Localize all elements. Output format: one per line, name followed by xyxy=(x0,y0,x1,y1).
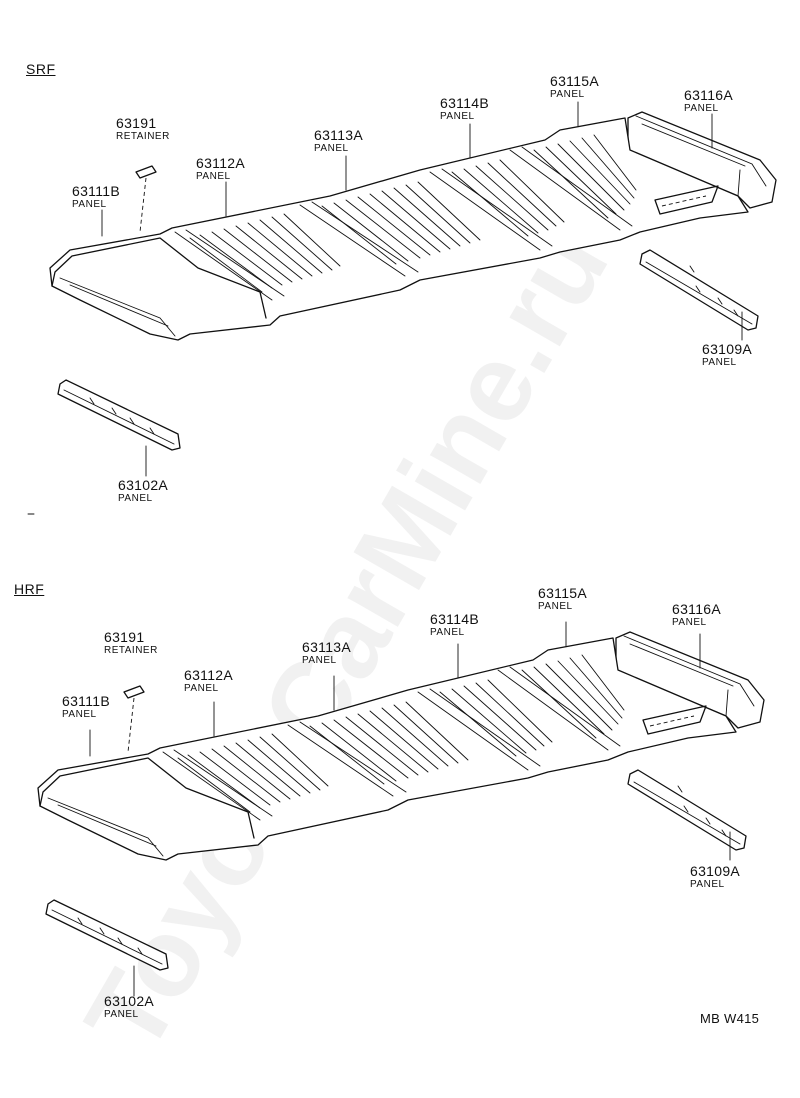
part-name-panel: PANEL xyxy=(104,1009,139,1020)
section-title-hrf: HRF xyxy=(14,581,45,597)
part-name-panel: PANEL xyxy=(184,683,219,694)
part-name-retainer: RETAINER xyxy=(116,131,170,142)
part-number-63113a: 63113A xyxy=(314,127,364,143)
part-name-panel: PANEL xyxy=(118,493,153,504)
part-number-63113a: 63113A xyxy=(302,639,352,655)
part-number-63109a: 63109A xyxy=(690,863,741,879)
part-number-63115a: 63115A xyxy=(538,585,588,601)
part-name-panel: PANEL xyxy=(538,601,573,612)
part-number-63191: 63191 xyxy=(116,115,157,131)
part-number-63109a: 63109A xyxy=(702,341,753,357)
part-number-63116a: 63116A xyxy=(684,87,734,103)
part-number-63102a: 63102A xyxy=(104,993,155,1009)
part-name-panel: PANEL xyxy=(702,357,737,368)
part-number-63114b: 63114B xyxy=(430,611,480,627)
part-name-panel: PANEL xyxy=(196,171,231,182)
part-name-panel: PANEL xyxy=(430,627,465,638)
part-number-63115a: 63115A xyxy=(550,73,600,89)
part-name-retainer: RETAINER xyxy=(104,645,158,656)
part-number-63111b: 63111B xyxy=(62,693,110,709)
srf-roof-assembly xyxy=(49,101,777,477)
part-name-panel: PANEL xyxy=(62,709,97,720)
part-number-63191: 63191 xyxy=(104,629,145,645)
part-number-63112a: 63112A xyxy=(196,155,246,171)
part-number-63112a: 63112A xyxy=(184,667,234,683)
part-number-63111b: 63111B xyxy=(72,183,120,199)
part-name-panel: PANEL xyxy=(684,103,719,114)
part-name-panel: PANEL xyxy=(314,143,349,154)
section-title-srf: SRF xyxy=(26,61,56,77)
part-name-panel: PANEL xyxy=(72,199,107,210)
diagram-code: MB W415 xyxy=(700,1011,760,1026)
part-number-63116a: 63116A xyxy=(672,601,722,617)
hrf-roof-assembly xyxy=(37,621,765,997)
part-number-63114b: 63114B xyxy=(440,95,490,111)
part-name-panel: PANEL xyxy=(672,617,707,628)
part-name-panel: PANEL xyxy=(440,111,475,122)
part-name-panel: PANEL xyxy=(690,879,725,890)
part-name-panel: PANEL xyxy=(302,655,337,666)
part-number-63102a: 63102A xyxy=(118,477,169,493)
part-name-panel: PANEL xyxy=(550,89,585,100)
